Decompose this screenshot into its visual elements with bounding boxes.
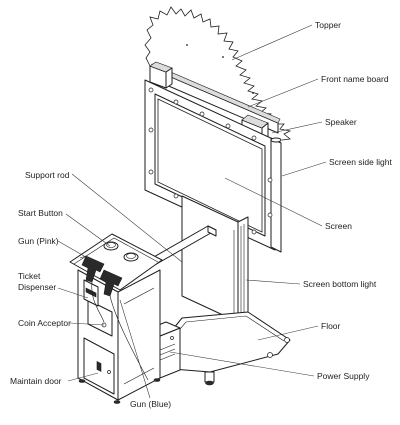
floor-plate [147,311,291,386]
screen-frame [144,79,282,253]
label-start-button: Start Button [18,208,63,218]
left-speaker [149,61,173,89]
label-speaker: Speaker [325,117,357,127]
label-ticket-dispenser-line1: Ticket [18,271,41,281]
start-buttons [103,241,139,262]
label-gun-blue: Gun (Blue) [130,399,171,409]
label-maintain-door: Maintain door [10,376,62,386]
label-ticket-dispenser-line2: Dispenser [18,282,56,292]
gun-blue-cable [109,295,149,381]
label-screen-side-light: Screen side light [329,157,392,167]
label-power-supply: Power Supply [317,371,370,381]
label-front-name-board: Front name board [321,74,389,84]
label-gun-pink: Gun (Pink) [18,236,59,246]
label-coin-acceptor: Coin Acceptor [18,318,71,328]
screen-stand [181,195,249,323]
label-screen-bottom-light: Screen bottom light [303,279,377,289]
label-screen: Screen [325,221,352,231]
leader-lines [57,24,327,399]
gun-pink-cable [91,281,105,323]
gun-cabinet [69,233,163,404]
label-topper: Topper [315,20,341,30]
label-support-rod: Support rod [25,170,70,180]
label-floor: Floor [321,321,341,331]
